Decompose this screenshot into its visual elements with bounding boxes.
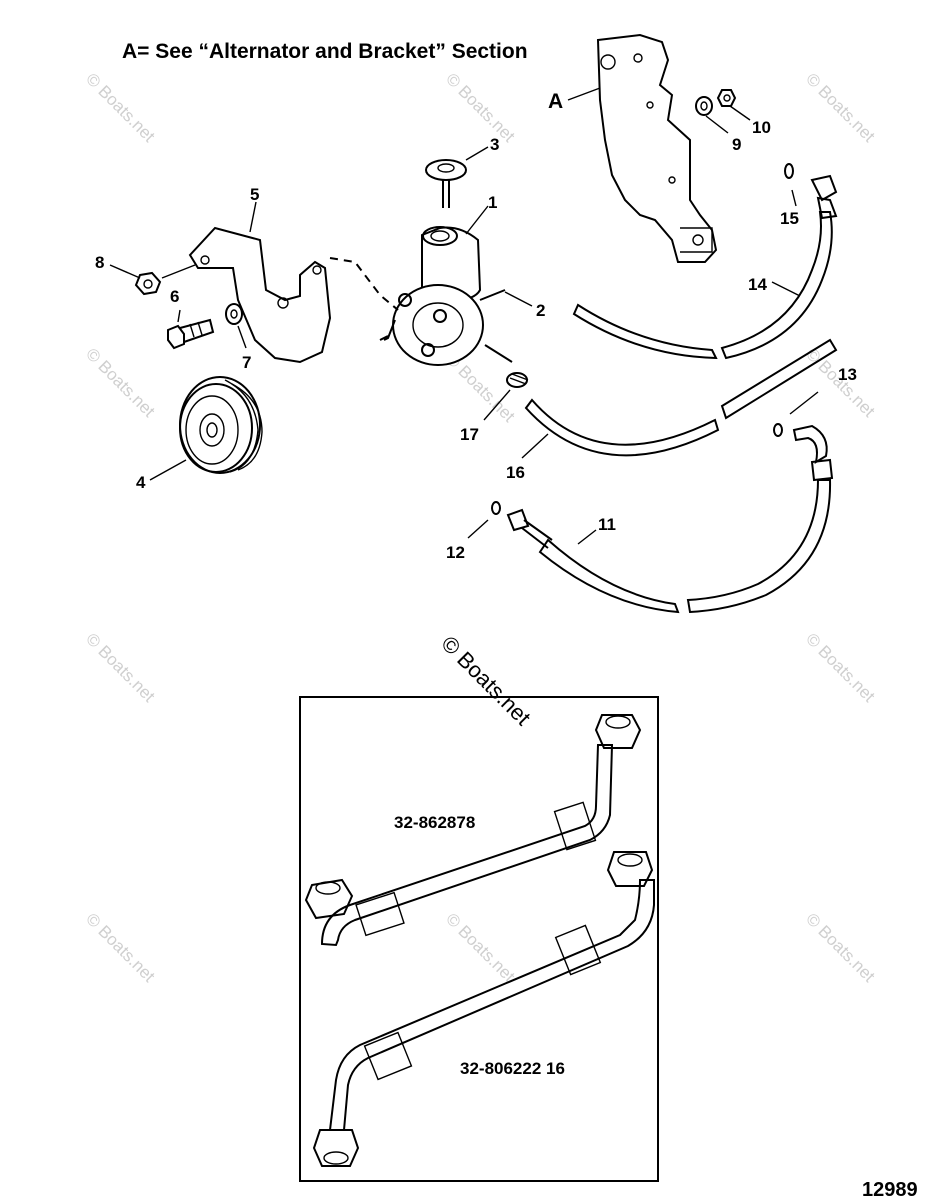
part-17-clamp — [506, 372, 529, 388]
inset-hose-lower — [312, 851, 655, 1167]
part-number-lower: 32-806222 16 — [460, 1059, 565, 1078]
watermark: © Boats.net — [442, 69, 519, 146]
part-12-o-ring — [491, 501, 501, 515]
part-number-upper: 32-862878 — [394, 813, 475, 832]
part-1-power-steering-pump — [379, 226, 513, 366]
label-13: 13 — [838, 365, 857, 384]
watermark: © Boats.net — [802, 909, 879, 986]
part-11-hose — [506, 424, 834, 614]
part-10-nut — [716, 89, 737, 107]
callout-a: A — [548, 90, 563, 113]
part-15-o-ring — [784, 163, 794, 179]
part-7-washer — [225, 303, 243, 325]
part-3-filler-cap — [425, 159, 467, 208]
label-15: 15 — [780, 209, 799, 228]
label-12: 12 — [446, 543, 465, 562]
part-14-hose — [572, 174, 838, 360]
label-2: 2 — [536, 301, 545, 320]
section-note: A= See “Alternator and Bracket” Section — [122, 40, 528, 63]
label-17: 17 — [460, 425, 479, 444]
label-8: 8 — [95, 253, 104, 272]
part-16-hose — [524, 338, 838, 457]
label-3: 3 — [490, 135, 499, 154]
central-watermark: © Boats.net — [436, 631, 535, 730]
label-4: 4 — [136, 473, 146, 492]
watermark: © Boats.net — [82, 909, 159, 986]
label-1: 1 — [488, 193, 497, 212]
label-14: 14 — [748, 275, 767, 294]
label-11: 11 — [598, 515, 616, 534]
part-5-pump-bracket — [188, 226, 332, 364]
inset-hose-upper — [304, 714, 642, 947]
part-8-nut — [134, 271, 162, 296]
label-6: 6 — [170, 287, 179, 306]
watermark: © Boats.net — [802, 69, 879, 146]
drawing-number: 12989 — [862, 1179, 918, 1200]
part-13-o-ring — [773, 423, 783, 437]
watermark: © Boats.net — [802, 629, 879, 706]
label-16: 16 — [506, 463, 525, 482]
label-5: 5 — [250, 185, 259, 204]
watermark: © Boats.net — [82, 344, 159, 421]
label-9: 9 — [732, 135, 741, 154]
inset-box — [299, 696, 659, 1182]
label-7: 7 — [242, 353, 251, 372]
part-9-washer — [695, 96, 713, 116]
watermark: © Boats.net — [82, 69, 159, 146]
watermark: © Boats.net — [442, 909, 519, 986]
alternator-bracket — [596, 33, 718, 263]
label-10: 10 — [752, 118, 771, 137]
part-6-bolt — [167, 318, 215, 350]
part-4-pulley — [179, 376, 263, 474]
watermark: © Boats.net — [82, 629, 159, 706]
